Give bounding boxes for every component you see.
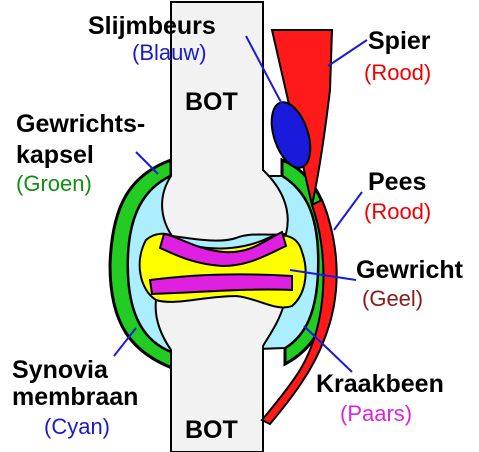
label-gewricht-color: (Geel)	[362, 286, 423, 311]
label-pees-color: (Rood)	[364, 199, 431, 224]
label-synovia-line1: Synovia	[12, 356, 109, 384]
label-spier-color: (Rood)	[364, 60, 431, 85]
label-kraakbeen-color: (Paars)	[340, 401, 412, 426]
bone-label-bottom: BOT	[185, 416, 238, 444]
label-gewricht: Gewricht	[356, 256, 464, 284]
label-synovia-color: (Cyan)	[44, 414, 110, 439]
leader-spier	[328, 40, 367, 66]
label-gewrichtskapsel-color: (Groen)	[16, 171, 92, 196]
label-pees: Pees	[368, 168, 426, 196]
label-synovia-line2: membraan	[12, 383, 138, 411]
bone-label-top: BOT	[185, 88, 238, 116]
label-spier: Spier	[368, 27, 431, 55]
label-slijmbeurs: Slijmbeurs	[88, 12, 216, 40]
label-kraakbeen: Kraakbeen	[316, 370, 444, 398]
label-slijmbeurs-color: (Blauw)	[132, 40, 207, 65]
label-gewrichtskapsel-line1: Gewrichts-	[16, 110, 145, 138]
leader-pees	[334, 192, 362, 230]
label-gewrichtskapsel-line2: kapsel	[16, 141, 94, 169]
